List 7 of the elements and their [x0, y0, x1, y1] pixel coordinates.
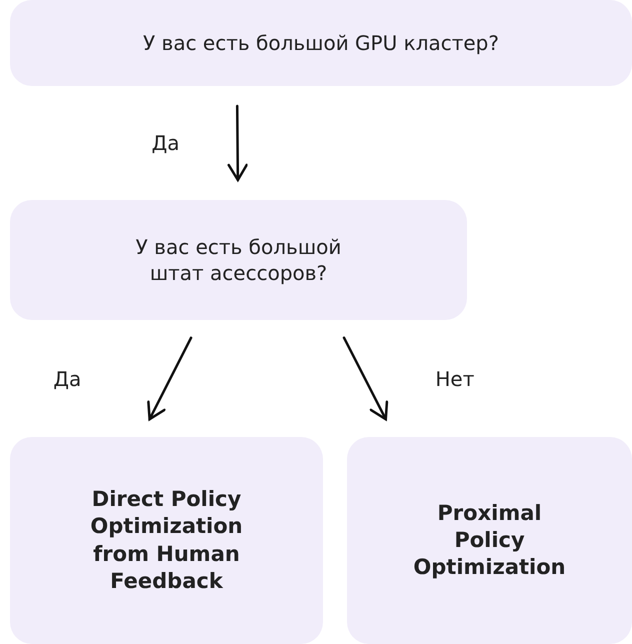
arrow	[342, 336, 388, 420]
node-text: У вас есть большой GPU кластер?	[142, 30, 499, 56]
arrow	[227, 104, 248, 182]
node-text: Proximal Policy Optimization	[412, 500, 567, 582]
arrow	[147, 336, 192, 420]
node-text: Direct Policy Optimization from Human Feedback	[89, 486, 244, 595]
node-text: У вас есть большой штат асессоров?	[134, 234, 342, 286]
